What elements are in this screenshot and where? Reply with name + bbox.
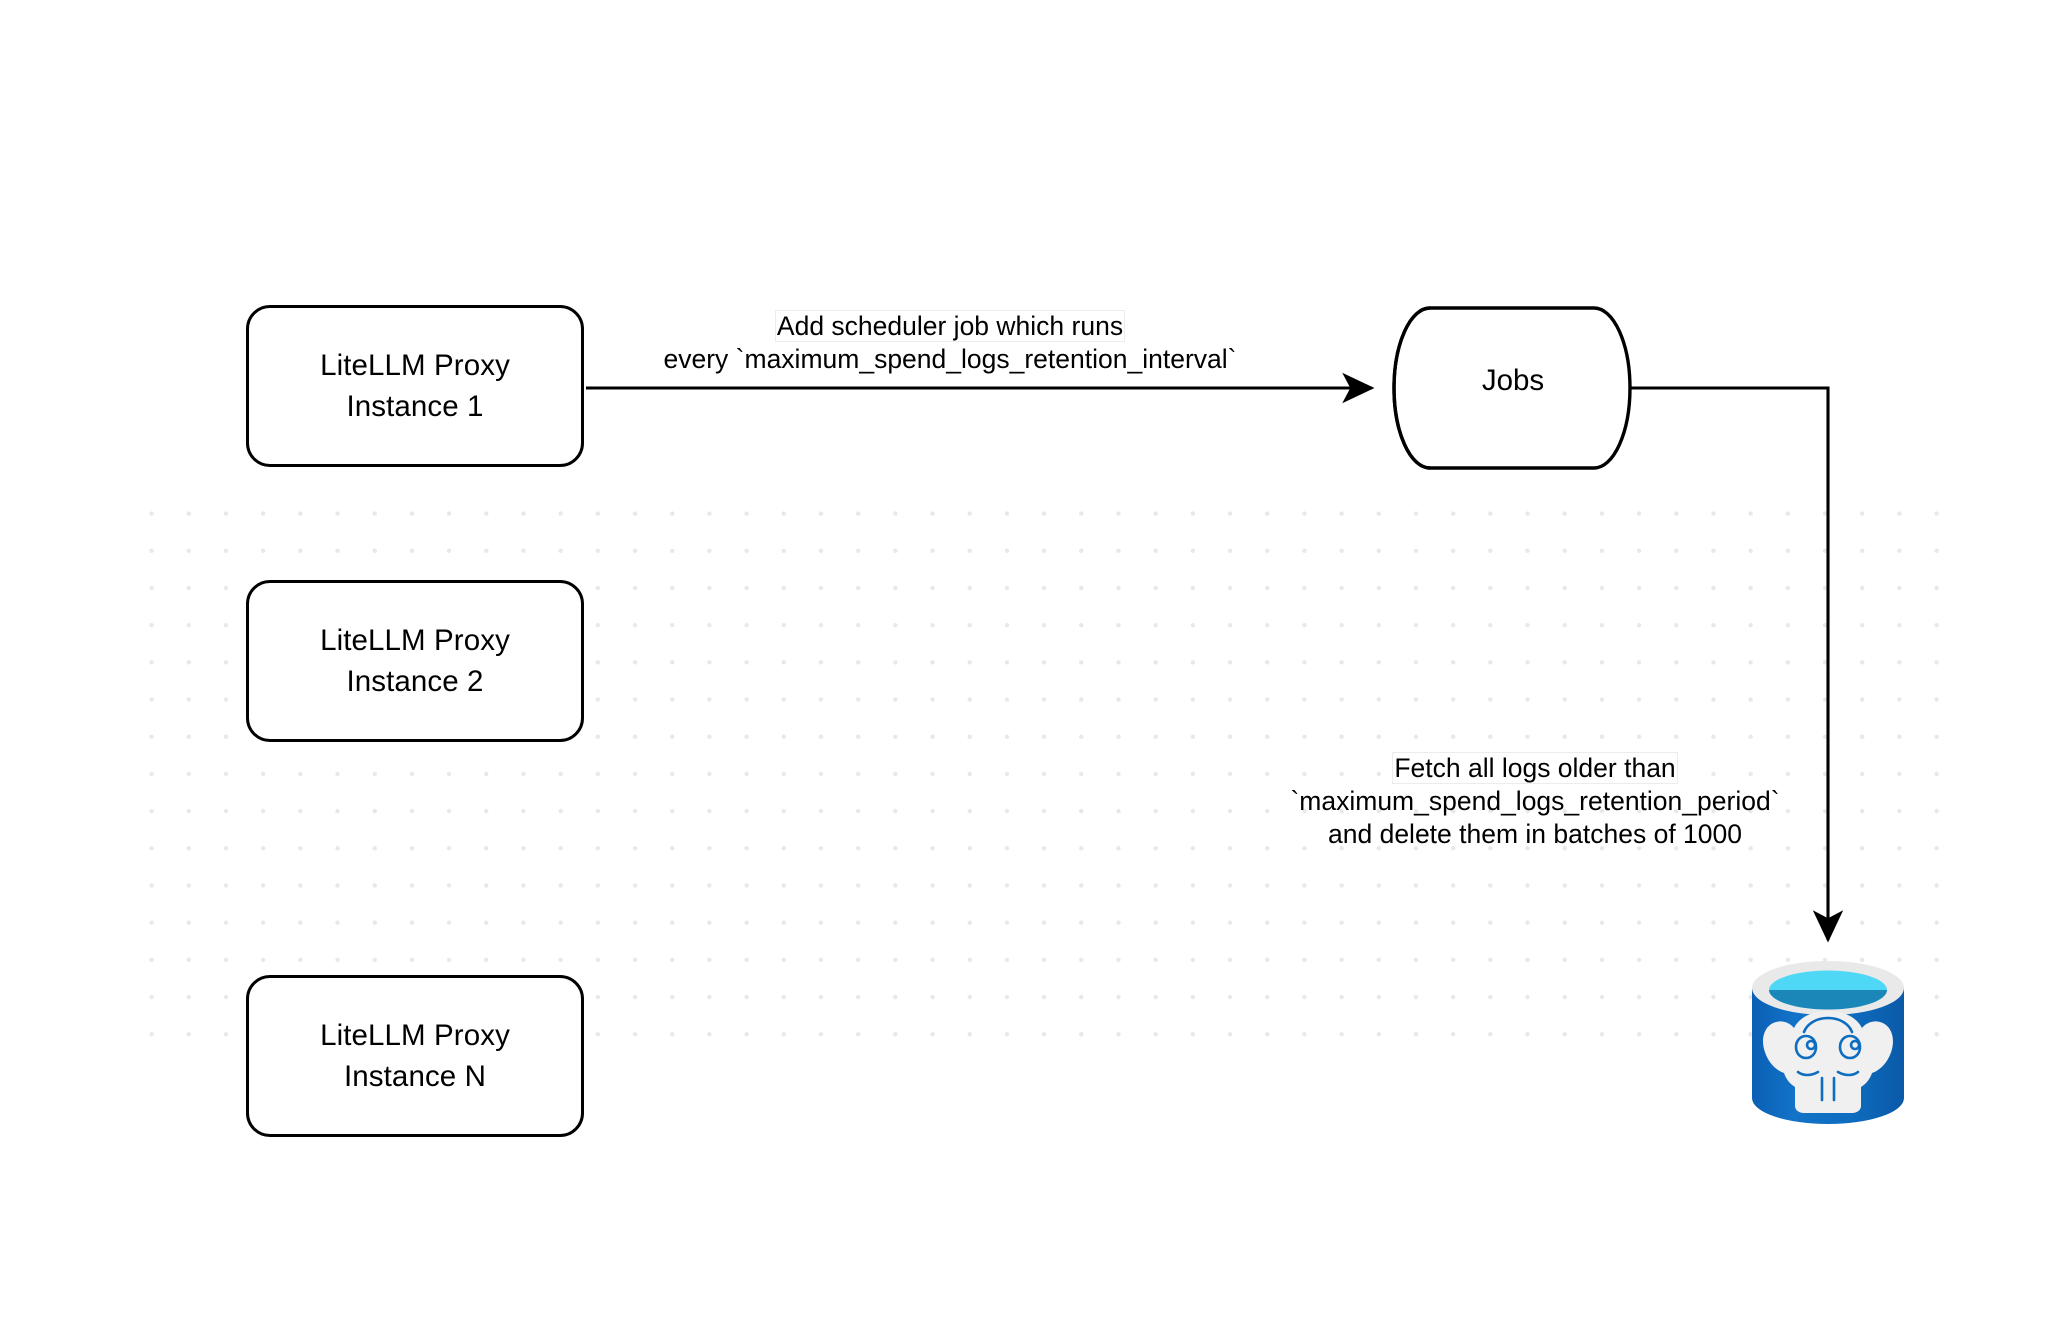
postgres-elephant-glyph <box>1763 1011 1893 1113</box>
edge-label-line: `maximum_spend_logs_retention_period` <box>1290 786 1780 816</box>
node-litellm-proxy-instance-1[interactable]: LiteLLM Proxy Instance 1 <box>246 305 584 467</box>
postgres-database-icon[interactable] <box>1752 961 1904 1124</box>
edge-label-line: Fetch all logs older than <box>1393 753 1677 783</box>
edge-label-line: Add scheduler job which runs <box>775 311 1125 341</box>
node-label-line1: LiteLLM Proxy <box>320 624 510 657</box>
postgres-elephant-details <box>1794 1016 1862 1102</box>
edge-label-add-scheduler-job: Add scheduler job which runs every `maxi… <box>586 310 1314 376</box>
node-litellm-proxy-instance-2[interactable]: LiteLLM Proxy Instance 2 <box>246 580 584 742</box>
node-label-line2: Instance N <box>343 1060 487 1093</box>
node-label-jobs: Jobs <box>1481 364 1545 397</box>
edge-jobs-to-postgres <box>1630 386 1844 943</box>
edge-label-line: every `maximum_spend_logs_retention_inte… <box>663 344 1237 374</box>
node-label-line1: LiteLLM Proxy <box>320 349 510 382</box>
edge-label-line: and delete them in batches of 1000 <box>1328 819 1742 849</box>
node-label-line2: Instance 1 <box>346 390 484 423</box>
edge-label-fetch-and-delete-logs: Fetch all logs older than `maximum_spend… <box>1240 752 1830 851</box>
node-label-line2: Instance 2 <box>346 665 484 698</box>
node-litellm-proxy-instance-n[interactable]: LiteLLM Proxy Instance N <box>246 975 584 1137</box>
jobs-cylinder[interactable] <box>1392 306 1632 470</box>
node-label-line1: LiteLLM Proxy <box>320 1019 510 1052</box>
